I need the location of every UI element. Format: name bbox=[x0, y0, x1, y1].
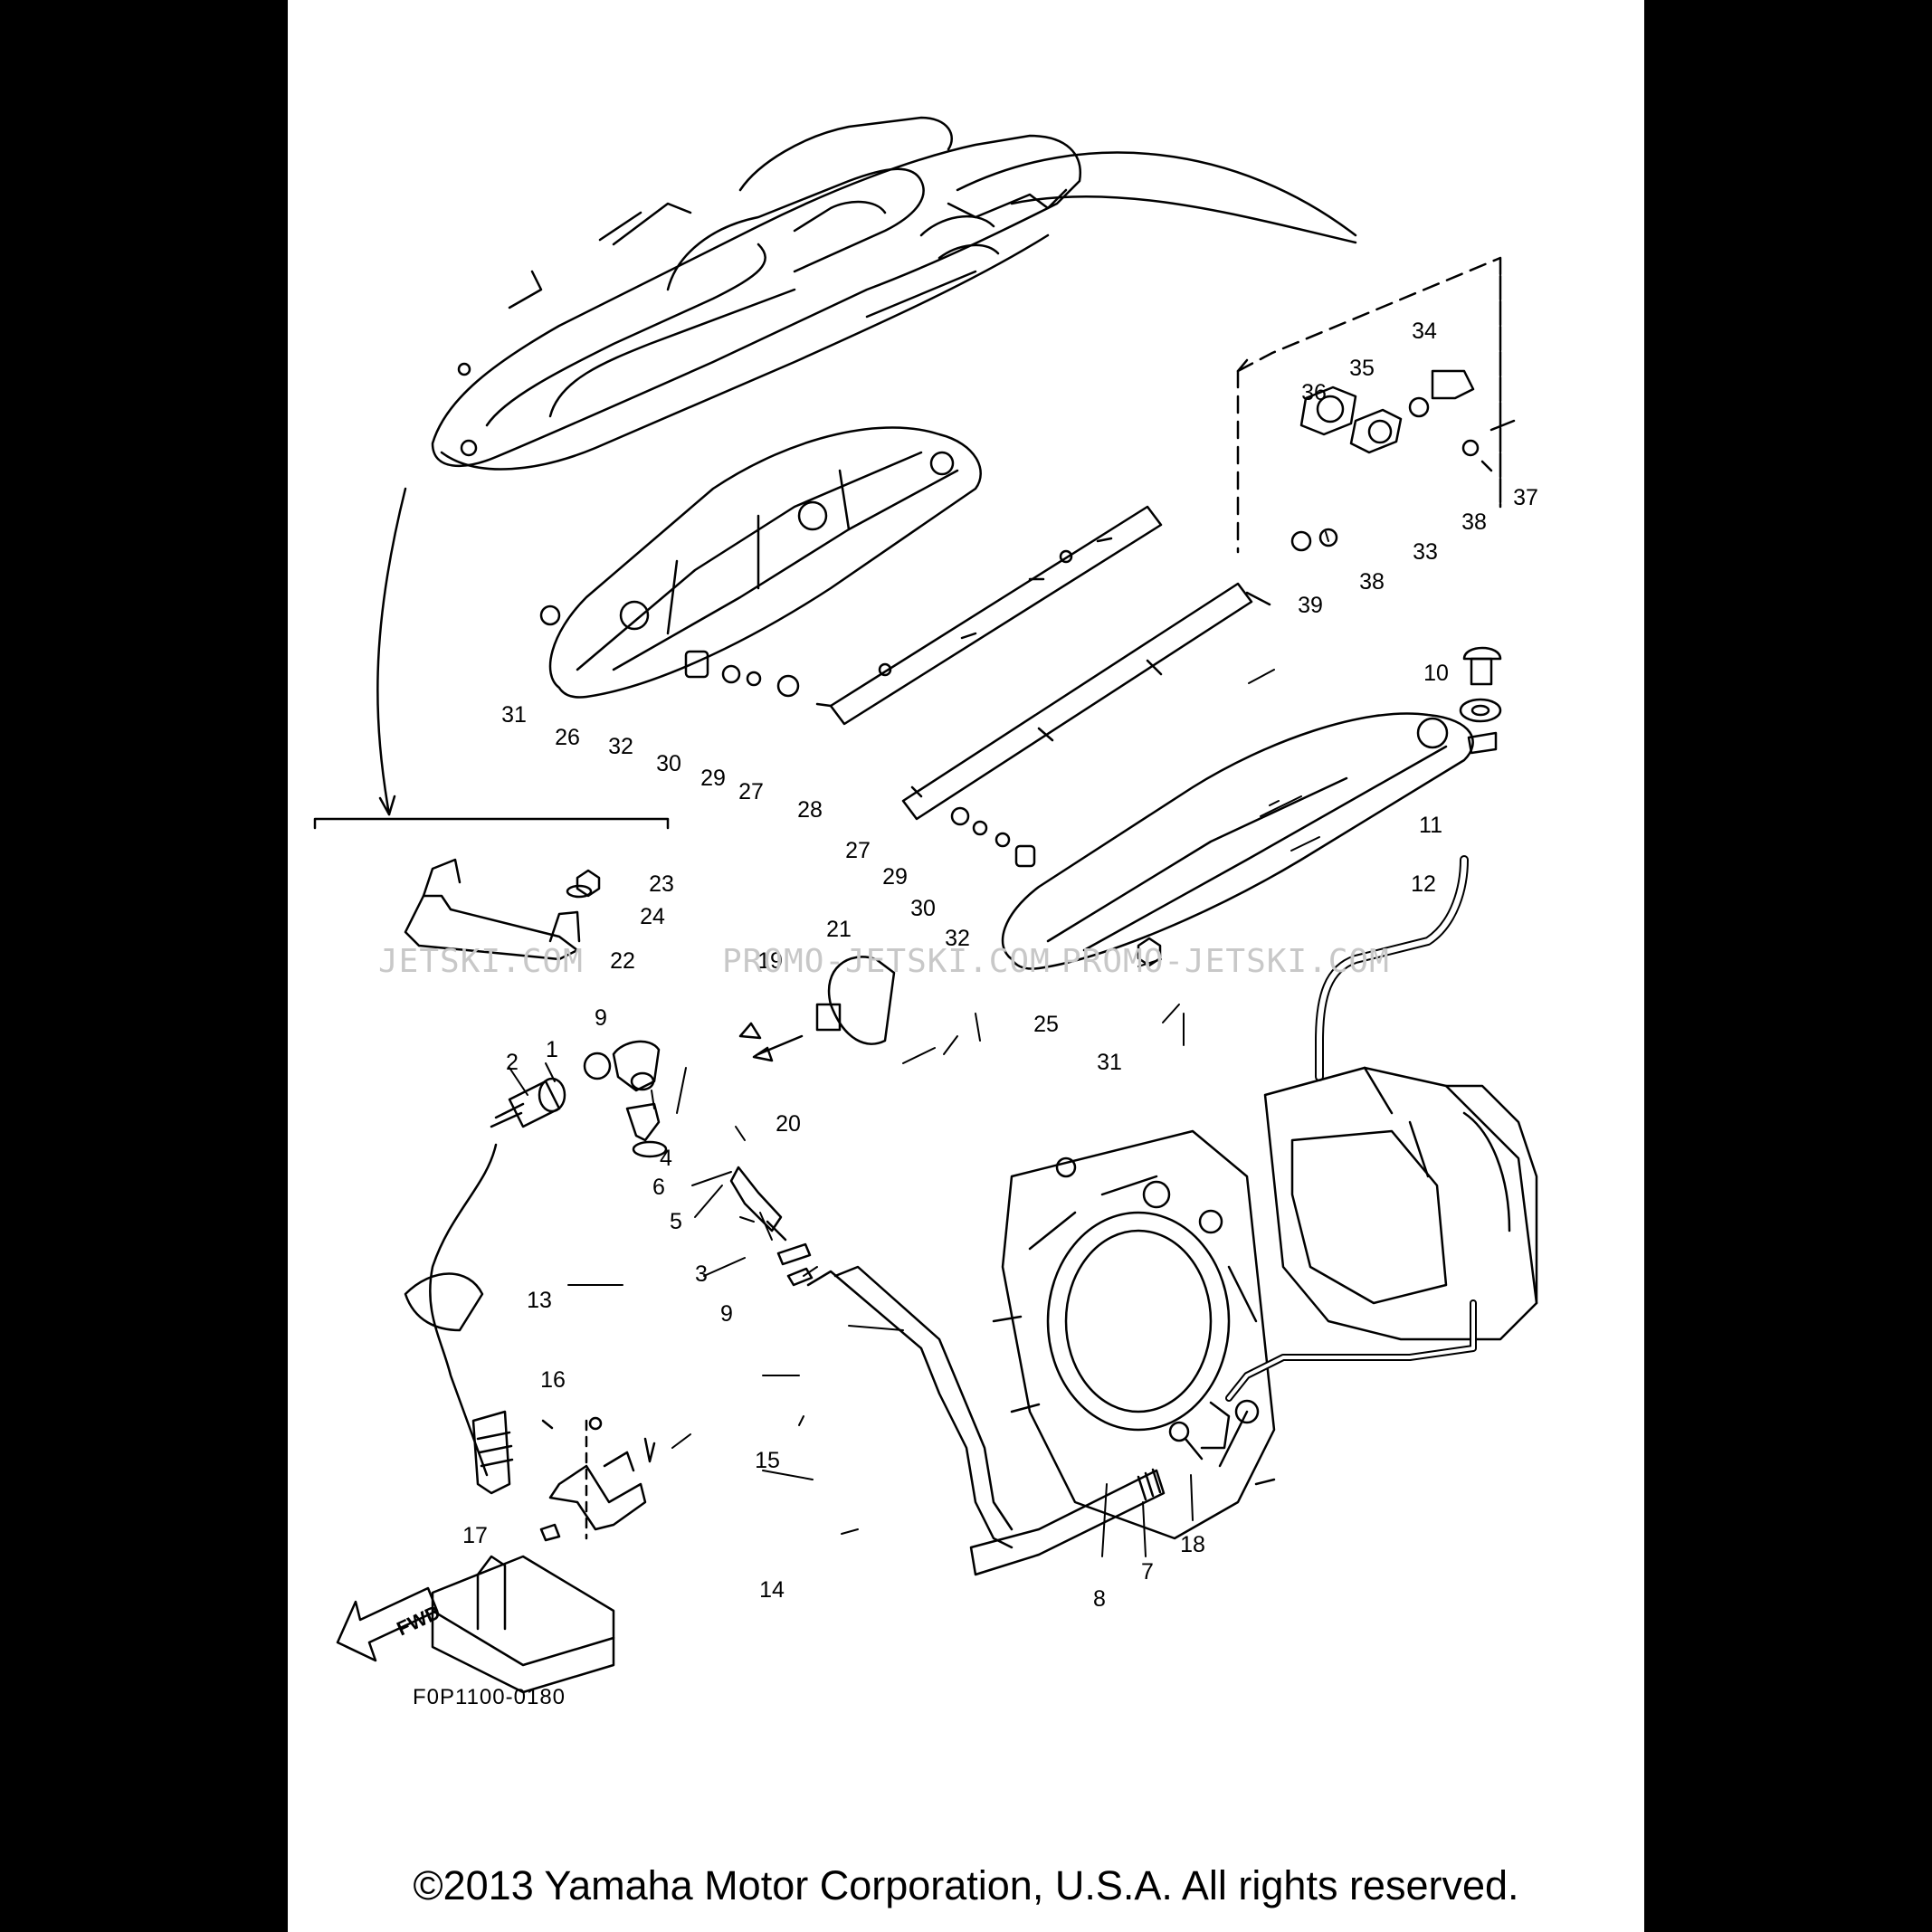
diagram-sheet: 1 2 3 4 5 6 7 8 9 9 10 11 12 13 14 15 16… bbox=[288, 0, 1644, 1932]
callout-7: 7 bbox=[1141, 1559, 1154, 1585]
callout-21: 21 bbox=[826, 917, 852, 942]
callout-28: 28 bbox=[797, 797, 823, 823]
mounting-plates bbox=[815, 505, 1271, 821]
callout-30b: 30 bbox=[910, 896, 936, 921]
sponson-right bbox=[1001, 712, 1474, 970]
callout-35: 35 bbox=[1349, 356, 1375, 381]
callout-36: 36 bbox=[1301, 380, 1327, 405]
filter-assembly bbox=[431, 1416, 656, 1694]
callout-12: 12 bbox=[1411, 871, 1436, 897]
callout-27b: 27 bbox=[845, 838, 871, 863]
callout-32b: 32 bbox=[945, 926, 970, 951]
callout-33: 33 bbox=[1413, 539, 1438, 565]
callout-10: 10 bbox=[1423, 661, 1449, 686]
bracket-22 bbox=[404, 858, 601, 961]
callout-34: 34 bbox=[1412, 319, 1437, 344]
clamp-19-21 bbox=[752, 956, 896, 1062]
copyright-notice: ©2013 Yamaha Motor Corporation, U.S.A. A… bbox=[413, 1862, 1519, 1908]
callout-labels: 1 2 3 4 5 6 7 8 9 9 10 11 12 13 14 15 16… bbox=[462, 319, 1538, 1612]
callout-19: 19 bbox=[757, 948, 783, 974]
callout-1: 1 bbox=[546, 1037, 558, 1062]
callout-5: 5 bbox=[670, 1209, 682, 1234]
callout-37: 37 bbox=[1513, 485, 1538, 510]
hose-parts bbox=[490, 1022, 814, 1287]
callout-17: 17 bbox=[462, 1523, 488, 1548]
callout-38b: 38 bbox=[1359, 569, 1385, 595]
callout-38a: 38 bbox=[1461, 509, 1487, 535]
callout-23: 23 bbox=[649, 871, 674, 897]
exploded-parts-drawing: 1 2 3 4 5 6 7 8 9 9 10 11 12 13 14 15 16… bbox=[313, 116, 1538, 1694]
callout-22: 22 bbox=[610, 948, 635, 974]
jet-pump-housing bbox=[992, 1066, 1538, 1540]
callout-15: 15 bbox=[755, 1448, 780, 1473]
dashed-group-box-33-39 bbox=[1236, 256, 1502, 554]
callout-29a: 29 bbox=[700, 766, 726, 791]
hardware-items bbox=[539, 369, 1516, 1081]
watercraft-illustration bbox=[431, 116, 1082, 471]
watermark-3: PROMO-JETSKI.COM bbox=[1061, 943, 1390, 980]
callout-24: 24 bbox=[640, 904, 665, 929]
callout-25: 25 bbox=[1033, 1012, 1059, 1037]
callout-8: 8 bbox=[1093, 1586, 1106, 1612]
callout-9b: 9 bbox=[720, 1301, 733, 1327]
callout-32a: 32 bbox=[608, 734, 633, 759]
fwd-arrow-icon bbox=[336, 1586, 439, 1662]
callout-6: 6 bbox=[652, 1175, 665, 1200]
callout-29b: 29 bbox=[882, 864, 908, 890]
callout-11: 11 bbox=[1419, 813, 1442, 838]
callout-9a: 9 bbox=[595, 1005, 607, 1031]
callout-16: 16 bbox=[540, 1367, 566, 1393]
callout-26: 26 bbox=[555, 725, 580, 750]
callout-leaders bbox=[509, 531, 1329, 1557]
hose-runs bbox=[404, 1143, 1204, 1576]
callout-3: 3 bbox=[695, 1261, 708, 1287]
callout-31b: 31 bbox=[1097, 1050, 1122, 1075]
watermark-1: JETSKI.COM bbox=[378, 943, 584, 980]
watermark-2: PROMO-JETSKI.COM bbox=[722, 943, 1051, 980]
callout-30a: 30 bbox=[656, 751, 681, 776]
callout-4: 4 bbox=[660, 1146, 672, 1171]
callout-39: 39 bbox=[1298, 593, 1323, 618]
callout-14: 14 bbox=[759, 1577, 785, 1603]
callout-20: 20 bbox=[776, 1111, 801, 1137]
callout-27a: 27 bbox=[738, 779, 764, 804]
callout-31a: 31 bbox=[501, 702, 527, 728]
callout-13: 13 bbox=[527, 1288, 552, 1313]
group-bracket-22-24 bbox=[313, 817, 670, 830]
callout-18: 18 bbox=[1180, 1532, 1205, 1557]
drawing-number: F0P1100-0180 bbox=[413, 1685, 566, 1709]
fwd-label: FWD bbox=[394, 1601, 444, 1641]
callout-2: 2 bbox=[506, 1050, 519, 1075]
sponson-left bbox=[548, 426, 982, 699]
